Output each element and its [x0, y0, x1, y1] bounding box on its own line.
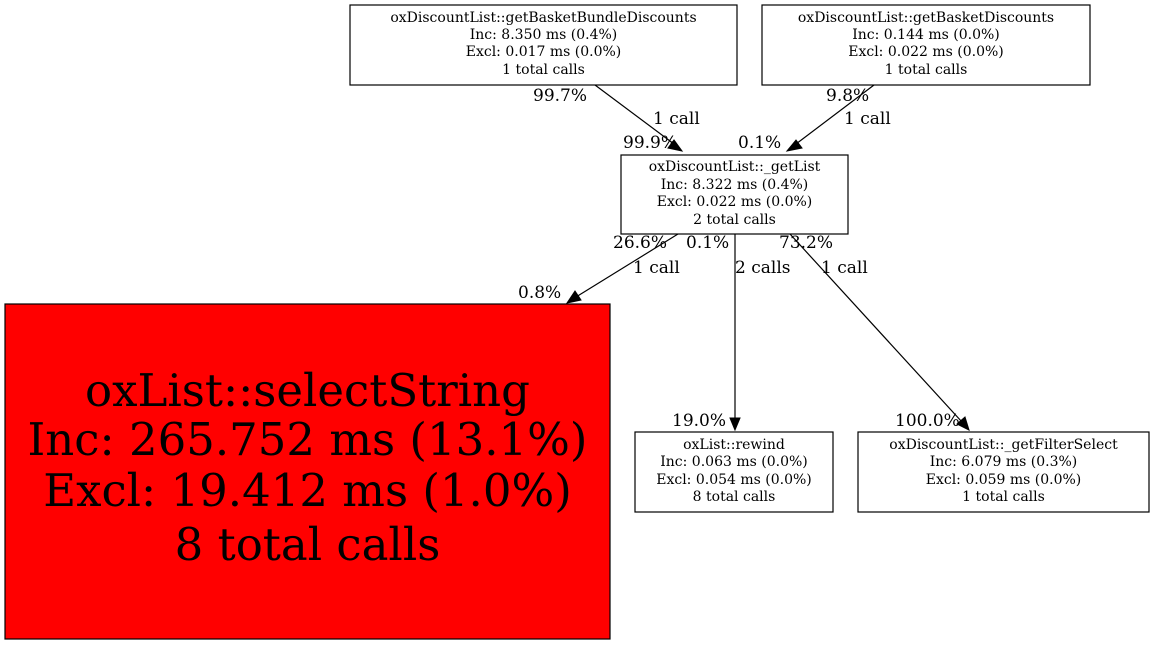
node-box: [634, 431, 834, 513]
node-box: [349, 4, 738, 86]
edge-getlist-to-rewind: 0.1% 2 calls 19.0%: [672, 233, 790, 432]
edge-getlist-to-filterselect: 73.2% 1 call 100.0%: [779, 233, 970, 431]
edge-tail-percent: 9.8%: [826, 86, 869, 106]
arrowhead: [785, 139, 803, 152]
node-get-filter-select[interactable]: oxDiscountList::_getFilterSelect Inc: 6.…: [857, 431, 1150, 513]
node-inclusive-time: Inc: 8.350 ms (0.4%): [470, 27, 618, 43]
edge-head-percent: 100.0%: [895, 411, 960, 431]
edge-tail-percent: 0.1%: [686, 233, 729, 253]
node-function-name: oxDiscountList::_getFilterSelect: [889, 437, 1118, 453]
node-total-calls: 1 total calls: [962, 489, 1045, 505]
node-get-basket-bundle-discounts[interactable]: oxDiscountList::getBasketBundleDiscounts…: [349, 4, 738, 86]
edge-tail-percent: 26.6%: [613, 233, 667, 253]
edge-line: [789, 233, 963, 423]
arrowhead: [565, 290, 582, 304]
node-function-name: oxDiscountList::getBasketDiscounts: [798, 10, 1054, 26]
node-select-string[interactable]: oxList::selectString Inc: 265.752 ms (13…: [4, 303, 611, 640]
node-inclusive-time: Inc: 265.752 ms (13.1%): [28, 413, 588, 466]
edge-line: [575, 233, 679, 298]
node-function-name: oxList::rewind: [683, 437, 785, 453]
edge-call-label: 1 call: [844, 109, 891, 129]
node-exclusive-time: Excl: 0.017 ms (0.0%): [466, 44, 622, 60]
node-exclusive-time: Excl: 0.022 ms (0.0%): [657, 194, 813, 210]
node-exclusive-time: Excl: 19.412 ms (1.0%): [43, 464, 572, 517]
node-box: [857, 431, 1150, 513]
edge-call-label: 2 calls: [735, 258, 790, 278]
node-box: [620, 154, 849, 235]
edge-call-label: 1 call: [821, 258, 868, 278]
node-total-calls: 8 total calls: [693, 489, 776, 505]
arrowhead: [667, 139, 684, 152]
node-total-calls: 2 total calls: [693, 212, 776, 228]
edge-bundle-to-getlist: 99.7% 1 call 99.9%: [533, 84, 700, 153]
edge-getlist-to-selectstring: 26.6% 1 call 0.8%: [518, 233, 680, 304]
node-function-name: oxDiscountList::getBasketBundleDiscounts: [390, 10, 696, 26]
node-inclusive-time: Inc: 8.322 ms (0.4%): [661, 177, 809, 193]
edge-line: [594, 84, 675, 145]
node-inclusive-time: Inc: 6.079 ms (0.3%): [930, 454, 1078, 470]
node-get-list[interactable]: oxDiscountList::_getList Inc: 8.322 ms (…: [620, 154, 849, 235]
node-inclusive-time: Inc: 0.063 ms (0.0%): [660, 454, 808, 470]
edge-line: [795, 84, 875, 145]
node-exclusive-time: Excl: 0.054 ms (0.0%): [656, 472, 812, 488]
edge-head-percent: 0.1%: [738, 133, 781, 153]
arrowhead: [729, 417, 741, 432]
node-function-name: oxDiscountList::_getList: [649, 159, 821, 175]
node-total-calls: 1 total calls: [502, 62, 585, 78]
edge-call-label: 1 call: [653, 109, 700, 129]
edge-head-percent: 0.8%: [518, 283, 561, 303]
node-total-calls: 1 total calls: [885, 62, 968, 78]
node-inclusive-time: Inc: 0.144 ms (0.0%): [852, 27, 1000, 43]
arrowhead: [956, 416, 970, 431]
edge-tail-percent: 99.7%: [533, 86, 587, 106]
node-exclusive-time: Excl: 0.022 ms (0.0%): [848, 44, 1004, 60]
node-total-calls: 8 total calls: [175, 518, 441, 571]
node-get-basket-discounts[interactable]: oxDiscountList::getBasketDiscounts Inc: …: [761, 4, 1091, 86]
edge-tail-percent: 73.2%: [779, 233, 833, 253]
node-function-name: oxList::selectString: [85, 364, 530, 417]
node-rewind[interactable]: oxList::rewind Inc: 0.063 ms (0.0%) Excl…: [634, 431, 834, 513]
node-box: [4, 303, 611, 640]
edge-basket-to-getlist: 9.8% 1 call 0.1%: [738, 84, 891, 153]
node-exclusive-time: Excl: 0.059 ms (0.0%): [926, 472, 1082, 488]
node-box: [761, 4, 1091, 86]
edge-call-label: 1 call: [633, 258, 680, 278]
edge-head-percent: 19.0%: [672, 411, 726, 431]
edge-head-percent: 99.9%: [623, 133, 677, 153]
